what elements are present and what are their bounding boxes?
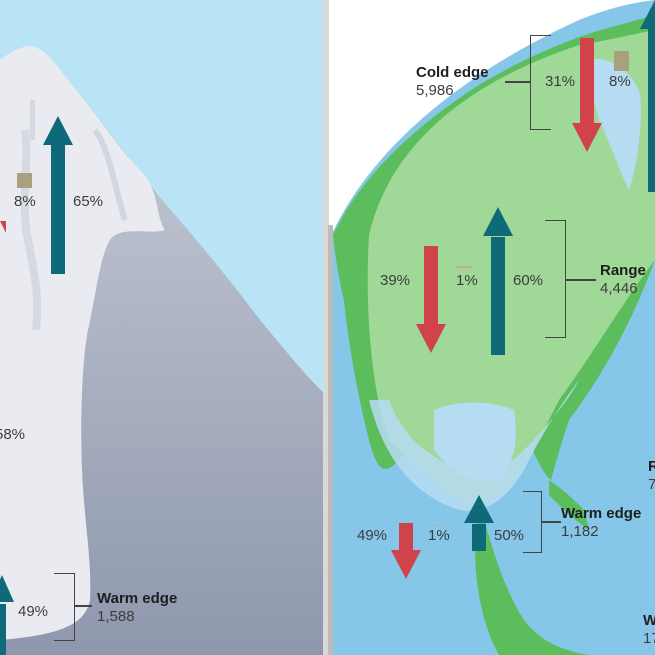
mountain-illustration xyxy=(0,46,323,655)
warm-edge-down-pct: 49% xyxy=(357,527,388,544)
mountain-warm-up-pct: 49% xyxy=(18,603,49,620)
mountain-top-up-pct: 65% xyxy=(73,193,104,210)
cold-edge-up-arrow-icon xyxy=(640,0,655,192)
cold-edge-bracket xyxy=(530,35,551,130)
warm-edge-stable-bar xyxy=(433,525,445,526)
mountain-warm-up-arrow-icon xyxy=(0,575,14,655)
cold-edge-stable-pct: 8% xyxy=(609,73,631,90)
range-down-arrow-icon xyxy=(416,246,446,354)
range-down-pct: 39% xyxy=(380,272,411,289)
cut-label-1: R xyxy=(648,458,655,475)
range-up-pct: 60% xyxy=(513,272,544,289)
mountain-warm-edge-label: Warm edge xyxy=(97,590,178,607)
cold-edge-down-pct: 31% xyxy=(545,73,576,90)
panel-divider-shadow xyxy=(328,225,333,655)
cut-label-2-count: 17 xyxy=(643,630,655,647)
warm-edge-up-arrow-icon xyxy=(464,495,494,551)
range-bracket-tick xyxy=(566,279,596,281)
mountain-warm-bracket xyxy=(54,573,75,641)
range-stable-bar xyxy=(457,266,471,268)
mountain-middle-pct: 58% xyxy=(0,426,26,443)
cold-edge-down-arrow-icon xyxy=(572,38,602,152)
globe-panel: Cold edge 5,986 31% 8% 39% 1% 60% Range … xyxy=(329,0,655,655)
mountain-warm-edge-count: 1,588 xyxy=(97,608,135,625)
cut-label-2: W xyxy=(643,612,655,629)
cold-edge-label: Cold edge xyxy=(416,64,489,81)
warm-edge-bracket-tick xyxy=(541,521,561,523)
warm-edge-stable-pct: 1% xyxy=(428,527,450,544)
range-up-arrow-icon xyxy=(483,207,513,355)
warm-edge-up-pct: 50% xyxy=(494,527,525,544)
cold-edge-bracket-tick xyxy=(505,81,530,83)
warm-edge-label: Warm edge xyxy=(561,505,642,522)
range-bracket xyxy=(545,220,566,338)
mountain-top-up-arrow-icon xyxy=(43,116,73,274)
cold-edge-stable-square xyxy=(614,51,629,71)
cold-edge-count: 5,986 xyxy=(416,82,454,99)
warm-edge-bracket xyxy=(523,491,542,553)
warm-edge-down-arrow-icon xyxy=(391,523,421,581)
cut-label-1-count: 7 xyxy=(648,476,655,493)
range-label: Range xyxy=(600,262,646,279)
mountain-warm-bracket-tick xyxy=(74,605,92,607)
range-stable-pct: 1% xyxy=(456,272,478,289)
range-count: 4,446 xyxy=(600,280,638,297)
mountain-top-down-arrow-icon xyxy=(0,221,6,233)
panel-divider xyxy=(323,0,329,655)
mountain-panel: 8% 65% 58% 49% Warm edge 1,588 xyxy=(0,0,323,655)
mountain-top-stable-pct: 8% xyxy=(14,193,36,210)
warm-edge-count: 1,182 xyxy=(561,523,599,540)
mountain-top-stable-square xyxy=(17,173,32,188)
